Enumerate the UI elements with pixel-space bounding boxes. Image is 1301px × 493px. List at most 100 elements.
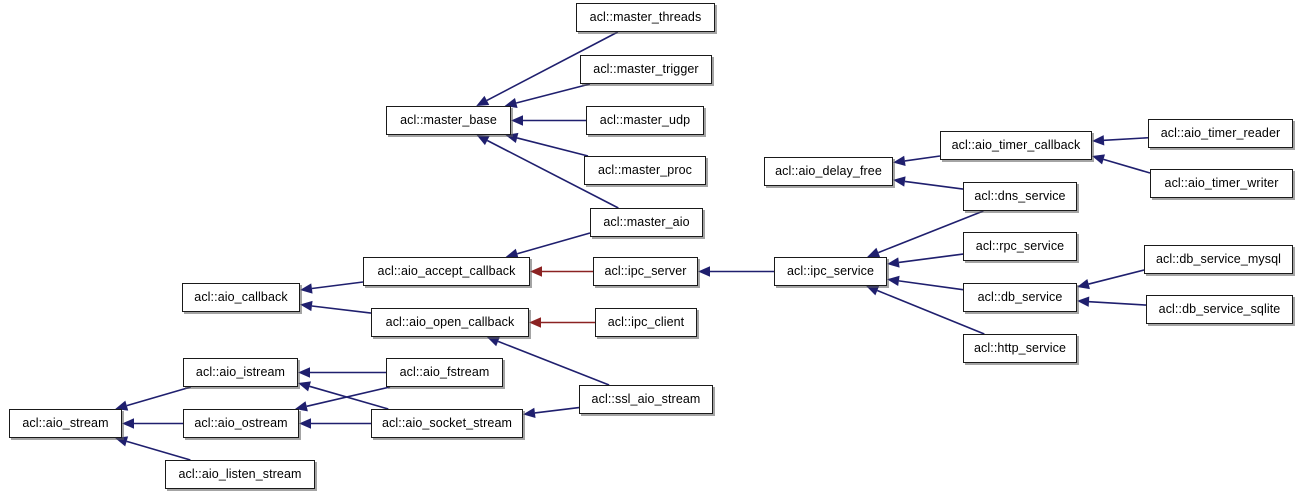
arrowhead — [115, 400, 129, 411]
edge-aio_timer_writer-to-aio_timer_callback — [1092, 154, 1151, 174]
class-node-aio_stream[interactable]: acl::aio_stream — [9, 409, 122, 438]
class-node-label: acl::aio_ostream — [194, 416, 288, 431]
class-node-label: acl::ipc_server — [604, 264, 687, 279]
class-node-label: acl::dns_service — [974, 189, 1066, 204]
arrowhead — [298, 381, 311, 392]
class-node-ipc_server[interactable]: acl::ipc_server — [593, 257, 698, 286]
arrowhead — [122, 418, 134, 429]
class-node-label: acl::db_service_sqlite — [1158, 302, 1281, 317]
class-node-aio_callback[interactable]: acl::aio_callback — [182, 283, 300, 312]
arrowhead — [511, 115, 523, 126]
arrowhead — [295, 401, 308, 412]
edge-dns_service-to-ipc_service — [867, 210, 984, 258]
edge-aio_fstream-to-aio_ostream — [295, 386, 391, 412]
edge-db_service_mysql-to-db_service — [1077, 269, 1145, 290]
class-node-label: acl::master_base — [400, 113, 497, 128]
edge-dns_service-to-aio_delay_free — [893, 176, 964, 190]
class-node-aio_timer_reader[interactable]: acl::aio_timer_reader — [1148, 119, 1293, 148]
class-node-label: acl::db_service — [977, 290, 1063, 305]
edge-master_proc-to-master_base — [505, 132, 589, 157]
edge-aio_fstream-to-aio_istream — [298, 367, 386, 378]
class-node-label: acl::master_trigger — [593, 62, 699, 77]
class-node-label: acl::ipc_service — [786, 264, 875, 279]
class-node-label: acl::master_udp — [599, 113, 691, 128]
arrowhead — [887, 275, 900, 287]
arrowhead — [529, 317, 541, 328]
class-node-aio_delay_free[interactable]: acl::aio_delay_free — [764, 157, 893, 186]
arrowhead — [867, 247, 881, 258]
class-node-label: acl::rpc_service — [975, 239, 1065, 254]
edge-aio_open_callback-to-aio_callback — [300, 300, 372, 314]
arrowhead — [504, 97, 518, 109]
class-node-dns_service[interactable]: acl::dns_service — [963, 182, 1077, 211]
arrowhead — [505, 132, 519, 143]
arrowhead — [523, 407, 536, 419]
class-node-label: acl::aio_timer_callback — [951, 138, 1081, 153]
class-node-ipc_service[interactable]: acl::ipc_service — [774, 257, 887, 286]
arrowhead — [505, 248, 519, 259]
class-node-master_trigger[interactable]: acl::master_trigger — [580, 55, 712, 84]
edge-ipc_service-to-ipc_server — [698, 266, 774, 277]
edge-aio_timer_reader-to-aio_timer_callback — [1092, 135, 1149, 146]
class-node-label: acl::aio_fstream — [399, 365, 490, 380]
edge-master_threads-to-master_base — [476, 31, 619, 106]
class-node-label: acl::ssl_aio_stream — [591, 392, 701, 407]
class-node-aio_ostream[interactable]: acl::aio_ostream — [183, 409, 299, 438]
arrowhead — [486, 336, 500, 347]
class-node-db_service_sqlite[interactable]: acl::db_service_sqlite — [1146, 295, 1293, 324]
class-node-aio_timer_writer[interactable]: acl::aio_timer_writer — [1150, 169, 1293, 198]
class-node-label: acl::aio_istream — [195, 365, 286, 380]
class-node-label: acl::aio_timer_reader — [1160, 126, 1281, 141]
edge-aio_socket_stream-to-aio_ostream — [299, 418, 371, 429]
arrowhead — [1077, 296, 1090, 307]
edge-ssl_aio_stream-to-aio_open_callback — [486, 336, 610, 386]
edge-aio_listen_stream-to-aio_stream — [115, 436, 191, 461]
edge-aio_istream-to-aio_stream — [115, 386, 191, 411]
edge-aio_timer_callback-to-aio_delay_free — [893, 155, 941, 167]
edge-master_udp-to-master_base — [511, 115, 586, 126]
class-node-aio_listen_stream[interactable]: acl::aio_listen_stream — [165, 460, 315, 489]
edge-aio_ostream-to-aio_stream — [122, 418, 183, 429]
class-node-aio_fstream[interactable]: acl::aio_fstream — [386, 358, 503, 387]
arrowhead — [698, 266, 710, 277]
edge-master_trigger-to-master_base — [504, 83, 591, 109]
edge-master_aio-to-master_base — [476, 135, 619, 209]
class-node-label: acl::master_proc — [598, 163, 692, 178]
arrowhead — [300, 300, 313, 312]
class-node-label: acl::db_service_mysql — [1155, 252, 1282, 267]
class-node-ipc_client[interactable]: acl::ipc_client — [595, 308, 697, 337]
arrowhead — [476, 95, 490, 106]
class-node-label: acl::aio_timer_writer — [1164, 176, 1279, 191]
class-node-master_udp[interactable]: acl::master_udp — [586, 106, 704, 135]
class-node-label: acl::http_service — [973, 341, 1067, 356]
class-node-aio_timer_callback[interactable]: acl::aio_timer_callback — [940, 131, 1092, 160]
arrowhead — [530, 266, 542, 277]
class-node-http_service[interactable]: acl::http_service — [963, 334, 1077, 363]
class-node-master_base[interactable]: acl::master_base — [386, 106, 511, 135]
class-node-label: acl::ipc_client — [607, 315, 685, 330]
class-node-aio_accept_callback[interactable]: acl::aio_accept_callback — [363, 257, 530, 286]
class-node-aio_open_callback[interactable]: acl::aio_open_callback — [371, 308, 529, 337]
arrowhead — [893, 155, 906, 167]
class-node-master_proc[interactable]: acl::master_proc — [584, 156, 706, 185]
class-node-master_threads[interactable]: acl::master_threads — [576, 3, 715, 32]
class-node-rpc_service[interactable]: acl::rpc_service — [963, 232, 1077, 261]
edge-db_service-to-ipc_service — [887, 275, 964, 291]
arrowhead — [298, 367, 310, 378]
class-node-label: acl::aio_open_callback — [385, 315, 515, 330]
class-node-db_service_mysql[interactable]: acl::db_service_mysql — [1144, 245, 1293, 274]
class-node-label: acl::master_aio — [603, 215, 690, 230]
class-node-aio_socket_stream[interactable]: acl::aio_socket_stream — [371, 409, 523, 438]
edge-http_service-to-ipc_service — [866, 285, 985, 335]
class-node-ssl_aio_stream[interactable]: acl::ssl_aio_stream — [579, 385, 713, 414]
arrowhead — [866, 285, 880, 296]
class-node-db_service[interactable]: acl::db_service — [963, 283, 1077, 312]
arrowhead — [1092, 154, 1105, 165]
class-node-aio_istream[interactable]: acl::aio_istream — [183, 358, 298, 387]
edge-master_aio-to-aio_accept_callback — [505, 232, 591, 259]
class-node-master_aio[interactable]: acl::master_aio — [590, 208, 703, 237]
class-node-label: acl::aio_delay_free — [775, 164, 882, 179]
arrowhead — [300, 283, 313, 294]
